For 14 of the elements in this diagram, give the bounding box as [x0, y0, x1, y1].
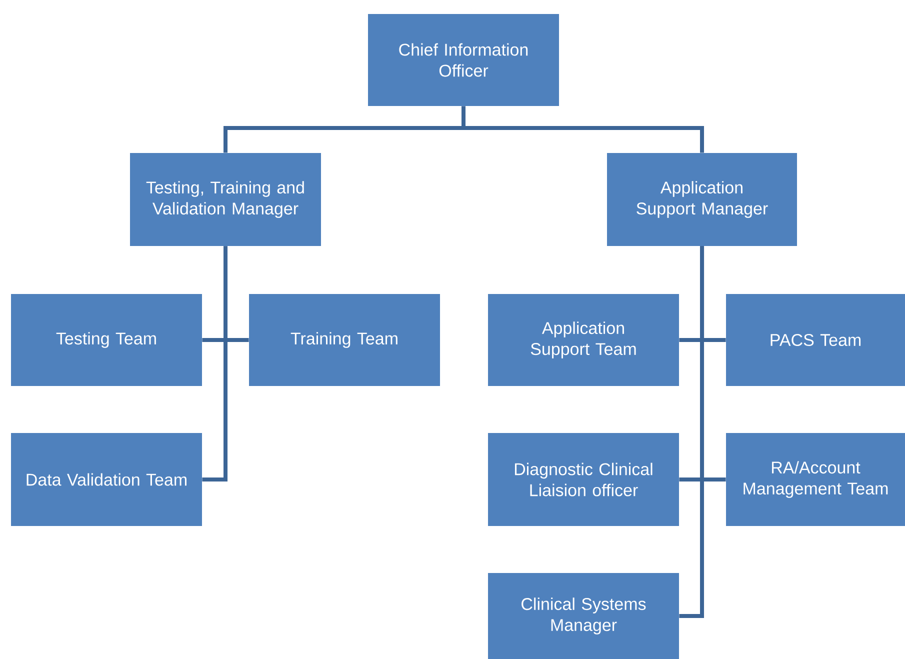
org-box: Data Validation Team: [11, 433, 202, 526]
org-box: PACS Team: [726, 294, 905, 386]
connector-line: [462, 106, 704, 153]
org-box: Training Team: [249, 294, 440, 386]
org-box: Chief Information Officer: [368, 14, 559, 106]
org-box: Application Support Manager: [607, 153, 797, 246]
org-box: RA/Account Management Team: [726, 433, 905, 526]
org-box: Application Support Team: [488, 294, 679, 386]
connector-line: [202, 246, 228, 482]
org-box: Diagnostic Clinical Liaision officer: [488, 433, 679, 526]
org-box: Testing Team: [11, 294, 202, 386]
connector-line: [679, 246, 704, 618]
org-box: Clinical Systems Manager: [488, 573, 679, 659]
org-box: Testing, Training and Validation Manager: [130, 153, 321, 246]
